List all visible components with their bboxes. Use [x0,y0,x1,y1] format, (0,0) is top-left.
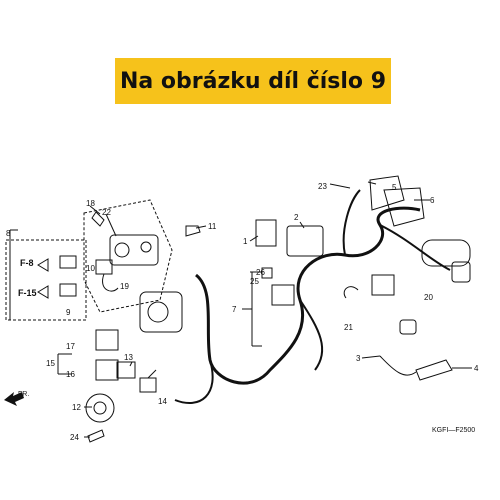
callout-13: 13 [124,353,133,362]
callout-6: 6 [430,196,435,205]
callout-8: 8 [6,229,11,238]
callout-11: 11 [208,222,217,231]
callout-1: 1 [243,237,248,246]
bolt-24-icon [87,429,105,443]
callout-26: 26 [256,268,265,277]
callout-12: 12 [72,403,81,412]
callout-14: 14 [158,397,167,406]
reference-code: KGFI—F2500 [432,427,475,434]
inset-box-8 [5,239,87,321]
spark-plug-cap-icon [415,359,453,381]
harness-branch-a [174,359,214,405]
horn-icon [85,393,115,423]
callout-22: 22 [102,208,111,217]
part-highlight-banner: Na obrázku díl číslo 9 [115,58,391,104]
bolt-18-icon [91,211,105,227]
callout-4: 4 [474,364,479,373]
fuse-box-2-icon [286,225,324,257]
inset-label-f15: F-15 [18,288,37,298]
bracket-6-icon [383,187,425,227]
callout-16: 16 [66,370,75,379]
connector-25-icon [261,267,273,279]
callout-24: 24 [70,433,79,442]
starter-relay-icon [371,274,395,296]
main-wire-harness [194,206,421,385]
callout-7: 7 [232,305,237,314]
callout-17: 17 [66,342,75,351]
callout-21: 21 [344,323,353,332]
harness-branch-d [379,224,451,271]
f15-arrow [37,285,49,299]
callout-9: 9 [66,308,71,317]
f8-arrow [37,258,49,272]
callout-10: 10 [86,264,95,273]
bracket-5-icon [369,175,405,211]
sensor-3-icon [399,319,417,335]
connector-14-icon [139,369,157,393]
cdi-unit-icon [139,291,183,333]
bolt-11-icon [185,225,201,237]
relay-17-icon [95,329,119,351]
sensor-wire-3 [379,355,417,376]
front-direction-arrow: FR. [4,391,29,406]
callout-3: 3 [356,354,361,363]
inset-label-f8: F-8 [20,258,34,268]
relay-16-icon [95,359,119,381]
bracket-1-icon [255,219,277,247]
callout-25: 25 [250,277,259,286]
callout-23: 23 [318,182,327,191]
callout-15: 15 [46,359,55,368]
callout-2: 2 [294,213,299,222]
banner-text: Na obrázku díl číslo 9 [119,68,387,94]
callout-5: 5 [392,183,397,192]
callout-18: 18 [86,199,95,208]
ignition-switch-group-box [83,199,173,313]
ignition-switch-small-icon [59,255,77,297]
callout-20: 20 [424,293,433,302]
callout-19: 19 [120,282,129,291]
relay-13-icon [116,361,136,379]
ignition-coil-icon [421,239,471,283]
harness-branch-b [299,299,324,371]
direction-label: FR. [18,391,29,398]
relay-7-icon [271,284,295,306]
ignition-switch-icon [95,234,159,292]
clip-21-icon [343,286,359,299]
harness-branch-c [342,189,361,256]
